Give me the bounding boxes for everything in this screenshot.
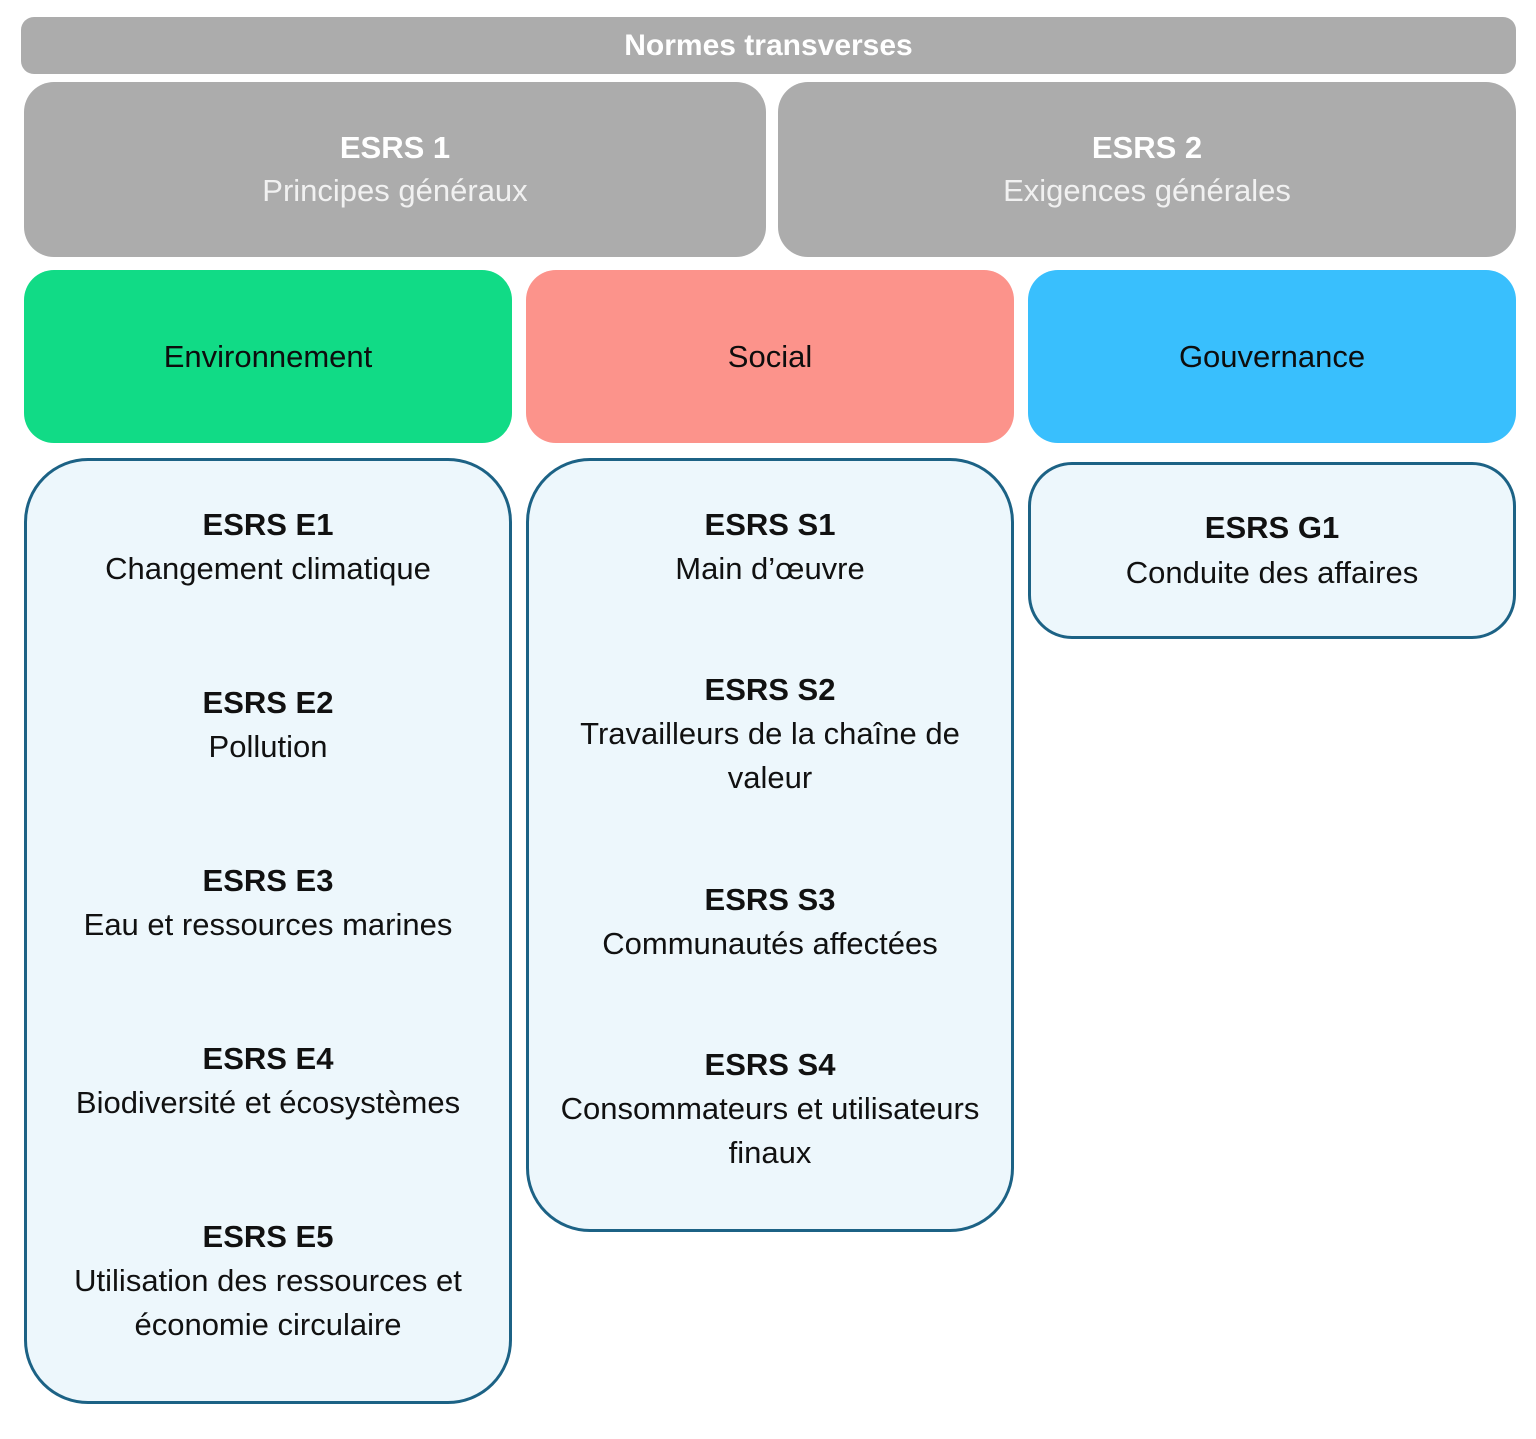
esrs-s2-label: Travailleurs de la chaîne de valeur	[580, 716, 960, 796]
esrs-g1-label: Conduite des affaires	[1125, 554, 1419, 590]
esrs-e3-label: Eau et ressources marines	[83, 906, 453, 942]
esrs-e1-code: ESRS E1	[202, 507, 334, 542]
pillar-environnement-label: Environnement	[163, 338, 373, 374]
list-item-esrs-s4: ESRS S4 Consommateurs et utilisateurs fi…	[543, 1043, 997, 1175]
esrs-e1-label: Changement climatique	[105, 551, 431, 587]
environnement-standards-card: ESRS E1 Changement climatique ESRS E2 Po…	[24, 458, 512, 1404]
list-item-esrs-s3: ESRS S3 Communautés affectées	[543, 878, 997, 966]
list-item-esrs-e4: ESRS E4 Biodiversité et écosystèmes	[41, 1037, 495, 1125]
esrs-e4-label: Biodiversité et écosystèmes	[75, 1084, 461, 1120]
pillar-environnement: Environnement	[24, 270, 512, 443]
list-item-esrs-e2: ESRS E2 Pollution	[41, 681, 495, 769]
list-item-esrs-s2: ESRS S2 Travailleurs de la chaîne de val…	[543, 668, 997, 800]
pillar-social-label: Social	[727, 338, 813, 374]
esrs-s3-code: ESRS S3	[704, 881, 836, 917]
esrs-e3-code: ESRS E3	[202, 862, 334, 898]
esrs1-box: ESRS 1 Principes généraux	[24, 82, 766, 257]
transversal-standards-bar-label: Normes transverses	[624, 28, 913, 62]
esrs1-code: ESRS 1	[339, 130, 451, 166]
esrs2-box: ESRS 2 Exigences générales	[778, 82, 1516, 257]
pillar-gouvernance-label: Gouvernance	[1178, 338, 1366, 374]
esrs2-code: ESRS 2	[1091, 130, 1203, 166]
list-item-esrs-e1: ESRS E1 Changement climatique	[41, 503, 495, 591]
list-item-esrs-s1: ESRS S1 Main d’œuvre	[543, 503, 997, 591]
esrs-e5-code: ESRS E5	[202, 1218, 334, 1254]
esrs-e2-code: ESRS E2	[202, 684, 334, 720]
esrs-e4-code: ESRS E4	[202, 1040, 334, 1076]
list-item-esrs-e5: ESRS E5 Utilisation des ressources et éc…	[41, 1215, 495, 1347]
esrs-e2-label: Pollution	[208, 729, 328, 764]
esrs2-label: Exigences générales	[1003, 172, 1291, 208]
esrs1-label: Principes généraux	[262, 172, 528, 208]
esrs-s1-code: ESRS S1	[704, 507, 836, 542]
pillar-social: Social	[526, 270, 1014, 443]
pillar-gouvernance: Gouvernance	[1028, 270, 1516, 443]
esrs-g1-code: ESRS G1	[1204, 510, 1340, 546]
list-item-esrs-g1: ESRS G1 Conduite des affaires	[1045, 506, 1499, 594]
esrs-s2-code: ESRS S2	[704, 672, 836, 708]
list-item-esrs-e3: ESRS E3 Eau et ressources marines	[41, 859, 495, 947]
social-standards-card: ESRS S1 Main d’œuvre ESRS S2 Travailleur…	[526, 458, 1014, 1232]
gouvernance-standards-card: ESRS G1 Conduite des affaires	[1028, 462, 1516, 639]
esrs-s4-label: Consommateurs et utilisateurs finaux	[560, 1090, 980, 1170]
esrs-s1-label: Main d’œuvre	[675, 551, 865, 587]
esrs-s3-label: Communautés affectées	[602, 925, 938, 961]
esrs-s4-code: ESRS S4	[704, 1046, 836, 1082]
transversal-standards-bar: Normes transverses	[21, 17, 1516, 74]
esrs-e5-label: Utilisation des ressources et économie c…	[74, 1262, 462, 1342]
